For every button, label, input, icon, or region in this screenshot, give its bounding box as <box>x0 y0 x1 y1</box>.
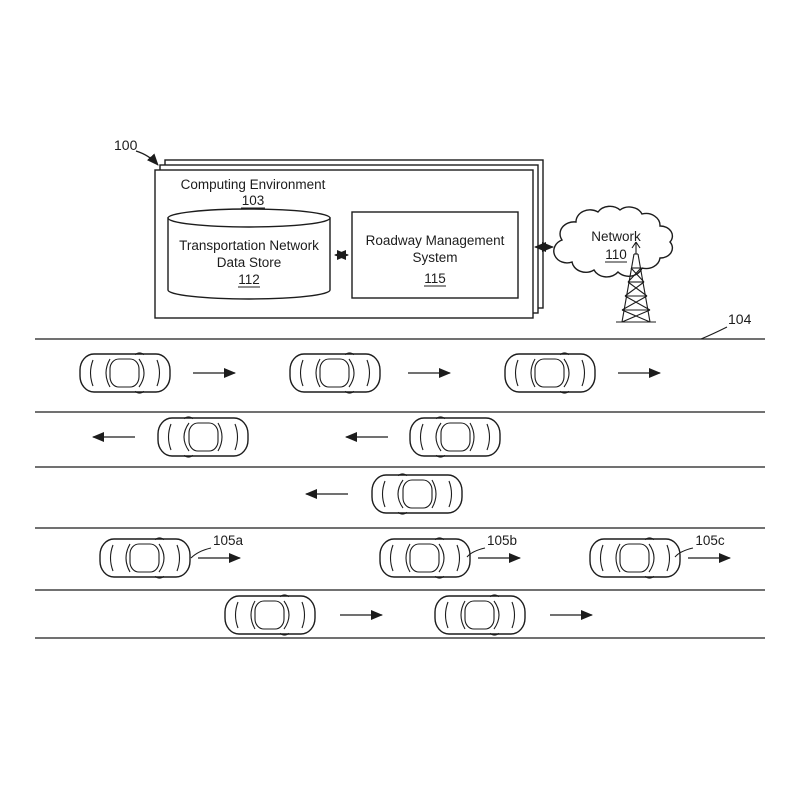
vehicle-label-105b: 105b <box>487 533 517 548</box>
lane-2 <box>92 416 501 458</box>
vehicle-label-leader <box>466 547 486 558</box>
roadway <box>35 338 765 639</box>
car <box>379 537 471 579</box>
computing-environment-title: Computing Environment <box>181 177 326 192</box>
car <box>504 352 596 394</box>
network-cloud: Network 110 <box>553 205 674 278</box>
car <box>289 352 381 394</box>
cloud-outline <box>553 205 674 278</box>
vehicle-label-105c: 105c <box>695 533 725 548</box>
data-store-name-line1: Transportation Network <box>179 238 319 253</box>
roadway-management-name-line2: System <box>412 250 457 265</box>
car <box>371 473 463 515</box>
lane-1 <box>79 352 661 394</box>
computing-environment-ref: 103 <box>242 193 265 208</box>
lane-3 <box>305 473 463 515</box>
vehicle-label-leader <box>674 547 694 558</box>
rms-rect <box>351 211 519 299</box>
roadway-management-name-line1: Roadway Management <box>366 233 505 248</box>
roadway-ref-104: 104 <box>728 311 752 327</box>
car <box>224 594 316 636</box>
vehicle-label-105a: 105a <box>213 533 244 548</box>
car <box>79 352 171 394</box>
data-store-name-line2: Data Store <box>217 255 282 270</box>
vehicle-label-leader <box>190 547 212 559</box>
ref-104-leader <box>700 326 728 340</box>
lane-4: 105a 105b 105c <box>99 533 731 579</box>
car <box>409 416 501 458</box>
roadway-management-ref: 115 <box>424 271 446 286</box>
ref-100-arrow <box>135 150 159 166</box>
data-store-ref: 112 <box>238 272 260 287</box>
car <box>99 537 191 579</box>
roadway-management-box: Roadway Management System 115 <box>351 211 519 299</box>
network-ref: 110 <box>605 247 627 262</box>
car <box>589 537 681 579</box>
car <box>434 594 526 636</box>
figure-ref-100: 100 <box>114 137 138 153</box>
lane-5 <box>224 594 593 636</box>
data-store-cylinder: Transportation Network Data Store 112 <box>167 208 331 300</box>
cylinder-top <box>167 208 331 228</box>
computing-environment-box: Computing Environment 103 Transportation… <box>154 159 544 319</box>
cylinder-body <box>167 217 331 300</box>
cell-tower-icon <box>616 241 656 323</box>
network-label: Network <box>591 229 641 244</box>
car <box>157 416 249 458</box>
